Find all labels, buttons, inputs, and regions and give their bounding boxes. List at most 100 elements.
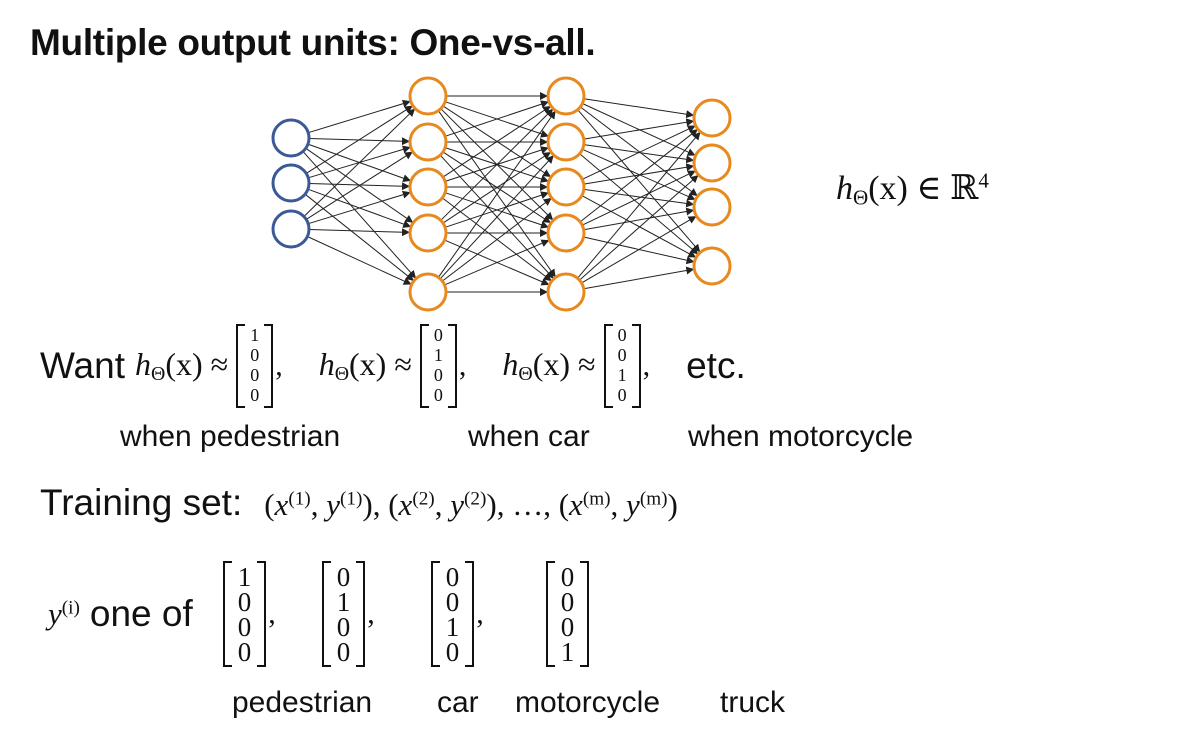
network-edge (444, 239, 550, 286)
output-unit (692, 187, 732, 227)
onehot-vector-pedestrian: 1 0 0 0 (222, 561, 267, 667)
hidden-unit (408, 76, 448, 116)
vec-entry: 0 (560, 587, 575, 617)
network-edge (302, 151, 417, 279)
output-unit (692, 98, 732, 138)
network-edge (308, 190, 411, 225)
network-edge (583, 207, 695, 231)
approx-symbol: ≈ (394, 346, 412, 383)
caption-when-car: when car (468, 420, 590, 453)
x-arg: (x) (165, 346, 203, 383)
h-symbol: h (318, 346, 335, 383)
network-edge (577, 131, 701, 279)
network-edge (579, 106, 698, 197)
hidden-unit (546, 213, 586, 253)
training-set-row: Training set: (x(1), y(1)), (x(2), y(2))… (40, 482, 678, 524)
hidden-unit (408, 213, 448, 253)
caption-motorcycle: motorcycle (515, 686, 661, 719)
network-edge (441, 197, 552, 282)
network-edge (439, 154, 554, 279)
network-edge (583, 188, 695, 208)
network-edge (442, 151, 551, 224)
theta-subscript: Θ (518, 362, 533, 385)
h-symbol: h (134, 346, 151, 383)
network-edge (308, 228, 410, 237)
hidden-unit (408, 122, 448, 162)
vec-entry: 0 (433, 325, 443, 345)
want-vector-2: 0 1 0 0 (419, 324, 457, 408)
network-edge (582, 103, 696, 156)
network-edge (579, 129, 698, 223)
caption-truck: truck (720, 686, 786, 719)
vec-entry: 0 (433, 385, 443, 405)
network-edge (442, 105, 551, 178)
hidden-unit (546, 272, 586, 312)
x-superscript: (2) (412, 488, 435, 510)
x-superscript: (1) (288, 488, 311, 510)
h-symbol: h (836, 170, 853, 207)
want-vector-3: 0 0 1 0 (603, 324, 641, 408)
network-edge (437, 110, 556, 278)
y-superscript: (1) (339, 488, 363, 510)
x-superscript: (m) (582, 488, 611, 510)
vec-entry: 0 (237, 587, 252, 617)
want-h2: hΘ(x) ≈ (319, 346, 412, 386)
want-label: Want (40, 345, 125, 386)
network-edge (308, 99, 411, 134)
network-edge (305, 151, 413, 220)
network-edge (583, 98, 695, 119)
hidden-unit (408, 272, 448, 312)
network-edge (308, 182, 410, 191)
vec-entry: 1 (617, 365, 627, 385)
network-edge (581, 170, 696, 226)
y-i-symbol: y(i) (48, 596, 80, 632)
network-edge (579, 174, 699, 281)
slide-title: Multiple output units: One-vs-all. (30, 22, 596, 63)
output-unit (692, 246, 732, 286)
vec-entry: 1 (445, 612, 460, 642)
vec-entry: 0 (250, 365, 260, 385)
hidden-unit (546, 76, 586, 116)
network-edge (582, 148, 696, 201)
y-symbol: y (48, 596, 62, 631)
vec-entry: 0 (445, 562, 460, 592)
caption-car: car (437, 686, 479, 719)
network-edge (304, 193, 414, 281)
element-of-symbol: ∈ (916, 170, 942, 207)
caption-pedestrian: pedestrian (232, 686, 373, 719)
vec-entry: 0 (237, 612, 252, 642)
vec-entry: 0 (445, 637, 460, 667)
network-edge (444, 191, 549, 228)
onehot-row: y(i) one of 1 0 0 0 , 0 1 0 0 , 0 0 1 0 … (48, 556, 589, 672)
hidden-unit (408, 167, 448, 207)
onehot-vector-motorcycle: 0 0 1 0 (430, 561, 475, 667)
x-arg: (x) (532, 346, 571, 383)
vec-entry: 0 (560, 562, 575, 592)
h-symbol: h (502, 346, 519, 383)
network-edge (583, 266, 695, 290)
caption-when-motorcycle: when motorcycle (688, 420, 914, 453)
output-unit (692, 143, 732, 183)
y-superscript: (m) (639, 488, 668, 510)
hidden-unit (546, 122, 586, 162)
vec-entry: 1 (560, 637, 575, 667)
one-of-label: one of (89, 593, 193, 634)
vec-entry: 0 (445, 587, 460, 617)
want-vector-1: 1 0 0 0 (236, 324, 274, 408)
vec-entry: 1 (336, 587, 351, 617)
vec-entry: 0 (336, 562, 351, 592)
network-edge (583, 118, 695, 140)
input-unit (271, 163, 311, 203)
network-edge (307, 236, 412, 285)
neural-network-diagram (271, 76, 732, 312)
want-h1: hΘ(x) ≈ (135, 346, 228, 386)
want-row: Want hΘ(x) ≈ 1 0 0 0 , hΘ(x) ≈ 0 1 0 0 ,… (40, 318, 746, 414)
training-set-label: Training set: (40, 482, 243, 523)
vec-entry: 1 (237, 562, 252, 592)
y-superscript: (2) (463, 488, 487, 510)
ellipsis: … (512, 487, 544, 522)
etc-label: etc. (686, 345, 746, 386)
network-edge (583, 163, 695, 185)
network-edge (303, 108, 416, 217)
input-unit (271, 118, 311, 158)
